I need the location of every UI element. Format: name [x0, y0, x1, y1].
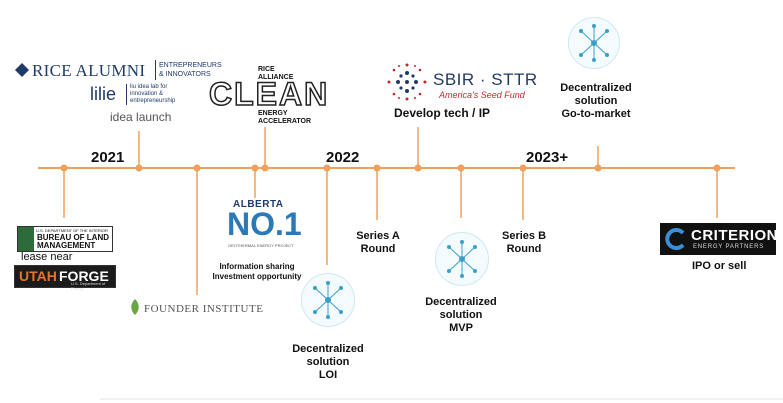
criterion-sub: ENERGY PARTNERS [693, 244, 765, 250]
alberta-name: ALBERTA [233, 199, 284, 210]
node-gtm [594, 164, 602, 172]
sbir-title: SBIR · STTR [433, 70, 538, 89]
criterion-caption: IPO or sell [692, 260, 747, 272]
node-sbir [414, 164, 422, 172]
sbir-burst-icon [387, 63, 427, 101]
alberta-caption: Information sharing Investment opportuni… [205, 262, 309, 282]
gtm-line3: Go-to-market [561, 108, 631, 120]
clean-top: RICE ALLIANCE [258, 66, 293, 82]
sbir-tagline: America's Seed Fund [439, 90, 525, 100]
blm-caption: lease near [21, 251, 73, 263]
node-mvp [457, 164, 465, 172]
mvp-line3: MVP [449, 322, 473, 334]
network-icon [447, 240, 477, 278]
node-blm [60, 164, 68, 172]
lilie-sub2: innovation & [130, 91, 164, 97]
blm-line1: BUREAU OF LAND [37, 233, 109, 242]
series-a-line1: Series A [356, 230, 400, 242]
series-a-line2: Round [360, 243, 396, 255]
series-a-label: Series A Round [348, 230, 408, 256]
node-criterion [713, 164, 721, 172]
clean-top2: ALLIANCE [258, 74, 294, 81]
criterion-name: CRITERION [691, 227, 778, 244]
series-b-line2: Round [506, 243, 542, 255]
loi-line3: LOI [318, 369, 338, 381]
year-2022: 2022 [326, 149, 360, 166]
network-hub-icon-loi [301, 273, 355, 327]
year-2021: 2021 [91, 149, 125, 166]
node-loi [323, 164, 331, 172]
lilie-wordmark: lilie [90, 84, 117, 104]
mvp-line1: Decentralized [425, 296, 497, 308]
node-alberta [251, 164, 259, 172]
series-b-line1: Series B [501, 230, 547, 242]
series-b-label: Series B Round [494, 230, 554, 256]
alberta-cap2: Investment opportunity [212, 272, 302, 281]
sbir-caption: Develop tech / IP [394, 106, 491, 120]
blm-small: U.S. DEPARTMENT OF THE INTERIOR [36, 228, 108, 233]
network-icon [579, 24, 609, 62]
lilie-sub3: entrepreneurship [130, 98, 176, 104]
clean-wordmark: CLEAN [208, 76, 330, 112]
utah-name: UTAH [19, 268, 57, 284]
loi-caption: Decentralized solution LOI [272, 343, 384, 382]
alberta-cap1: Information sharing [219, 262, 295, 271]
node-series-b [519, 164, 527, 172]
rice-owl-icon [15, 63, 29, 77]
utah-forge-logo: UTAH FORGE U.S. Department of Energy [14, 265, 116, 291]
gtm-line2: solution [574, 95, 618, 107]
node-series-a [373, 164, 381, 172]
criterion-logo: CRITERION ENERGY PARTNERS [660, 223, 778, 255]
loi-line2: solution [306, 356, 350, 368]
utah-forge: FORGE [59, 268, 109, 284]
rice-alumni-sub2: & INNOVATORS [159, 71, 211, 78]
founder-name: FOUNDER INSTITUTE [144, 303, 264, 315]
network-icon [313, 281, 343, 319]
lilie-logo: lilie [90, 84, 116, 105]
network-hub-icon-gtm [568, 17, 620, 69]
blm-line2: MANAGEMENT [37, 241, 96, 250]
clean-top1: RICE [258, 66, 275, 73]
rice-alumni-sub1: ENTREPRENEURS [159, 62, 222, 69]
gtm-line1: Decentralized [560, 82, 632, 94]
lilie-sub1: liu idea lab for [130, 84, 168, 90]
rice-alumni-title: RICE ALUMNI [32, 61, 146, 80]
loi-line1: Decentralized [292, 343, 364, 355]
mvp-line2: solution [439, 309, 483, 321]
alberta-no1: NO.1 [227, 206, 302, 242]
mvp-caption: Decentralized solution MVP [405, 296, 517, 335]
criterion-c-icon [665, 228, 685, 250]
leaf-icon [131, 299, 139, 315]
node-rice [135, 164, 143, 172]
node-clean [261, 164, 269, 172]
clean-sub1: ENERGY [258, 110, 288, 117]
year-2023: 2023+ [526, 149, 569, 166]
node-founder [193, 164, 201, 172]
blm-emblem-icon [18, 227, 34, 251]
gtm-caption: Decentralized solution Go-to-market [540, 82, 652, 121]
utah-sub: U.S. Department of Energy [71, 281, 106, 291]
blm-logo: U.S. DEPARTMENT OF THE INTERIOR BUREAU O… [17, 226, 113, 252]
alberta-sub: GEOTHERMAL ENERGY PROJECT [228, 243, 294, 248]
clean-sub2: ACCELERATOR [258, 118, 312, 125]
idea-launch-label: idea launch [110, 110, 172, 124]
clean-bottom: ENERGY ACCELERATOR [258, 110, 311, 126]
network-hub-icon-mvp [435, 232, 489, 286]
